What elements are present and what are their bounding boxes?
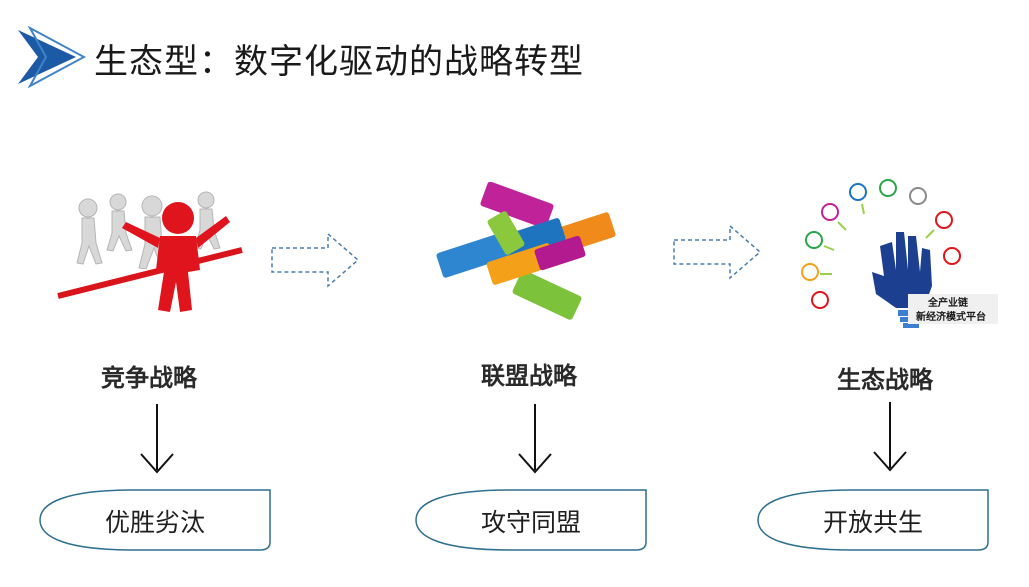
result-pill-open-symbiosis: 开放共生	[756, 488, 990, 554]
label-competition-strategy: 竞争战略	[101, 364, 197, 392]
race-runners-illustration	[56, 188, 246, 318]
down-arrow-icon	[137, 404, 177, 476]
dashed-right-arrow-icon	[672, 222, 764, 282]
result-text: 攻守同盟	[480, 508, 581, 537]
result-text: 优胜劣汰	[104, 508, 205, 537]
down-arrow-icon	[870, 402, 910, 474]
illustration-text-line1: 全产业链	[927, 296, 969, 309]
illustration-text-line2: 新经济模式平台	[916, 310, 986, 323]
page-title: 生态型：数字化驱动的战略转型	[94, 42, 584, 82]
down-arrow-icon	[515, 404, 555, 476]
result-pill-survival-of-fittest: 优胜劣汰	[38, 488, 272, 554]
label-ecosystem-strategy: 生态战略	[837, 366, 933, 394]
dashed-right-arrow-icon	[270, 230, 362, 290]
lightbulb-hand-illustration: 全产业链 新经济模式平台	[800, 176, 1000, 336]
joined-hands-illustration	[432, 181, 628, 322]
label-alliance-strategy: 联盟战略	[481, 362, 577, 390]
result-pill-offensive-defensive-alliance: 攻守同盟	[414, 488, 648, 554]
result-text: 开放共生	[822, 508, 923, 537]
chevron-logo-icon	[16, 25, 87, 89]
